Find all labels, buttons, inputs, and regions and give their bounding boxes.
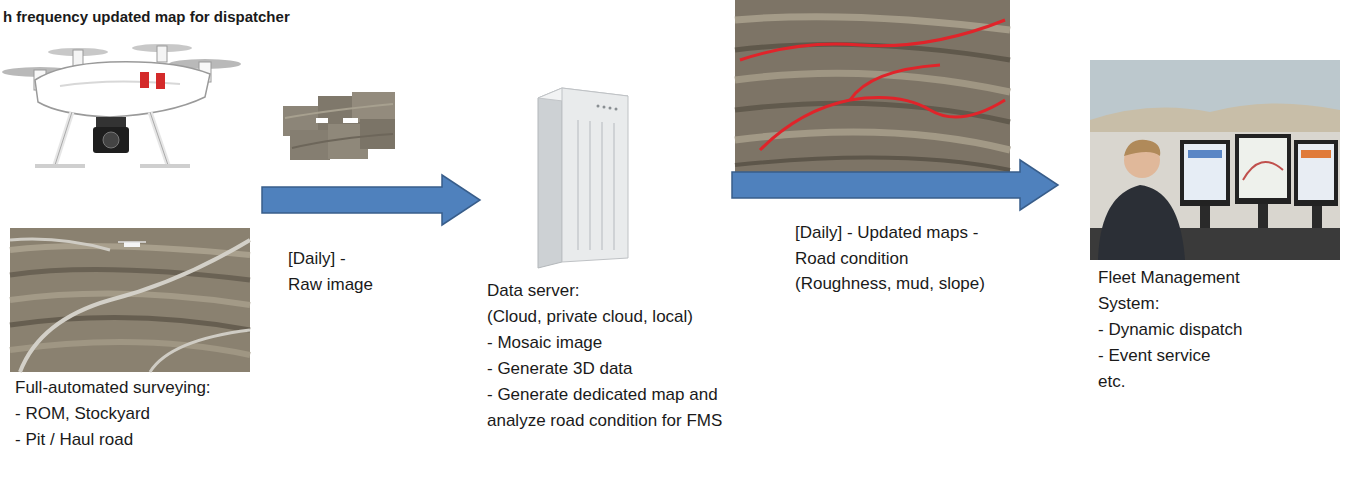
stage-item: - Generate 3D data [487, 356, 727, 382]
mosaic-images [283, 92, 395, 160]
stage-group: Fleet Management System:- Dynamic dispat… [1060, 55, 1345, 401]
edge-label: [Daily] - Updated maps - Road condition … [795, 220, 985, 297]
stage-item: - Pit / Haul road [15, 427, 260, 453]
flow-arrow [732, 160, 1058, 210]
stage-item: - Dynamic dispatch [1098, 317, 1278, 343]
stage-heading: Full-automated surveying: [15, 375, 260, 401]
drone-illustration [2, 44, 241, 166]
diagram-title: h frequency updated map for dispatcher [3, 8, 290, 25]
flow-arrow [262, 175, 480, 225]
stage-heading: Fleet Management System: [1098, 265, 1278, 317]
stage-item: - Event service [1098, 343, 1278, 369]
stage-group: Full-automated surveying:- ROM, Stockyar… [8, 40, 260, 459]
mine-photo [10, 228, 250, 372]
stage-item: - Generate dedicated map and analyze roa… [487, 382, 727, 434]
stage-item: - ROM, Stockyard [15, 401, 260, 427]
updated-map-image [735, 0, 1010, 172]
stage-item: - Mosaic image [487, 330, 727, 356]
edge-label: [Daily] - Raw image [288, 246, 383, 297]
stage-group: Data server:(Cloud, private cloud, local… [482, 80, 730, 440]
stage-item: (Cloud, private cloud, local) [487, 304, 727, 330]
stage-item: etc. [1098, 369, 1278, 395]
control-room-photo [1090, 60, 1340, 260]
stage-heading: Data server: [487, 278, 727, 304]
server-illustration [538, 88, 628, 268]
